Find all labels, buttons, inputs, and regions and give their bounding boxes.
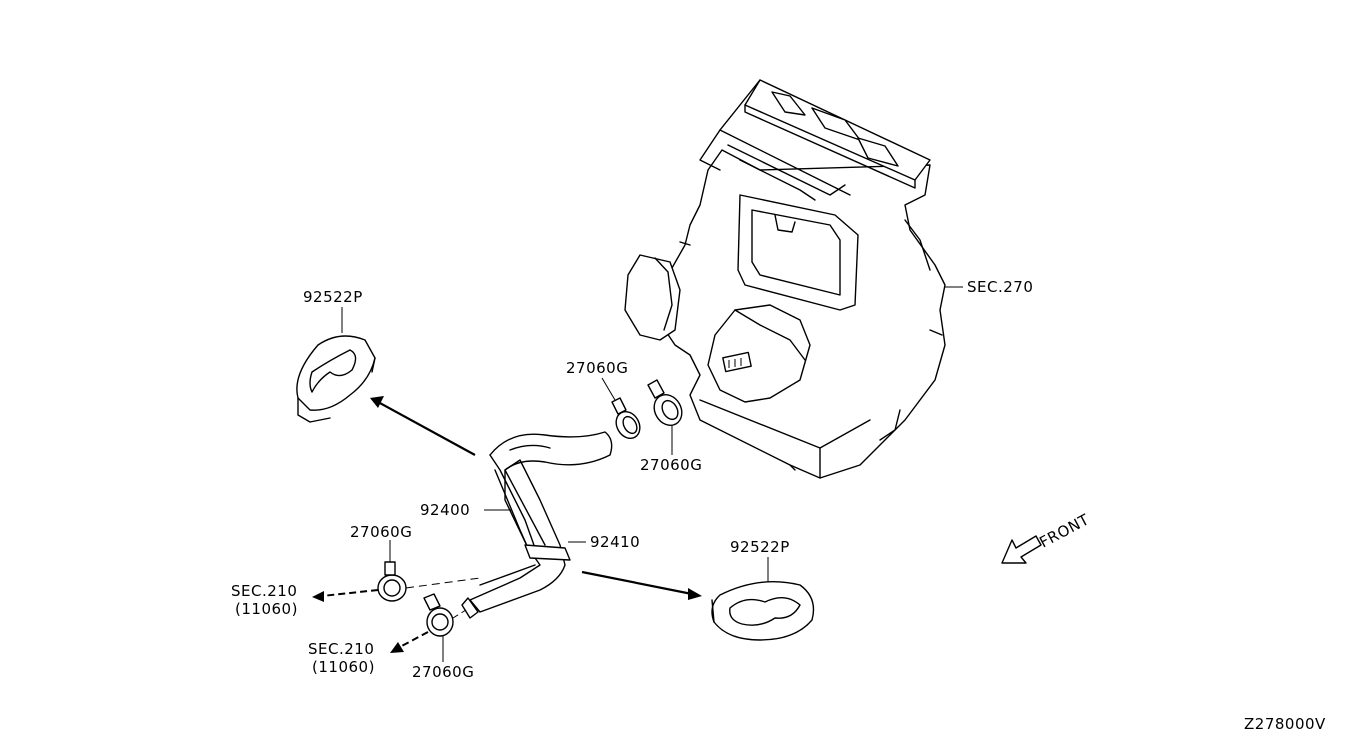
label-sec210-a-ref: (11060): [235, 600, 298, 618]
clamp-lower-c: [377, 540, 481, 602]
label-92522p-upper: 92522P: [303, 288, 363, 306]
label-sec270: SEC.270: [967, 278, 1033, 296]
label-front: FRONT: [1036, 510, 1092, 551]
clamp-lower-d: [423, 593, 467, 662]
grommet-lower: [711, 557, 815, 641]
label-92410: 92410: [590, 533, 640, 551]
label-sec210-a: SEC.210: [231, 582, 297, 600]
label-27060g-c: 27060G: [350, 523, 412, 541]
label-27060g-d: 27060G: [412, 663, 474, 681]
clamp-upper-b: [647, 379, 683, 455]
arrow-to-grommet-upper: [370, 396, 476, 456]
arrow-sec210-b: [390, 631, 429, 653]
label-sec210-b: SEC.210: [308, 640, 374, 658]
label-27060g-b: 27060G: [640, 456, 702, 474]
grommet-upper: [296, 307, 376, 423]
label-27060g-a: 27060G: [566, 359, 628, 377]
label-92522p-lower: 92522P: [730, 538, 790, 556]
heater-unit: [624, 79, 963, 479]
diagram-id: Z278000V: [1244, 715, 1326, 733]
arrow-to-grommet-lower: [581, 570, 702, 600]
label-sec210-b-ref: (11060): [312, 658, 375, 676]
front-direction-arrow: [1001, 535, 1042, 564]
heater-hoses: [461, 431, 613, 619]
arrow-sec210-a: [312, 589, 379, 602]
clamp-upper-a: [601, 377, 641, 440]
label-92400: 92400: [420, 501, 470, 519]
